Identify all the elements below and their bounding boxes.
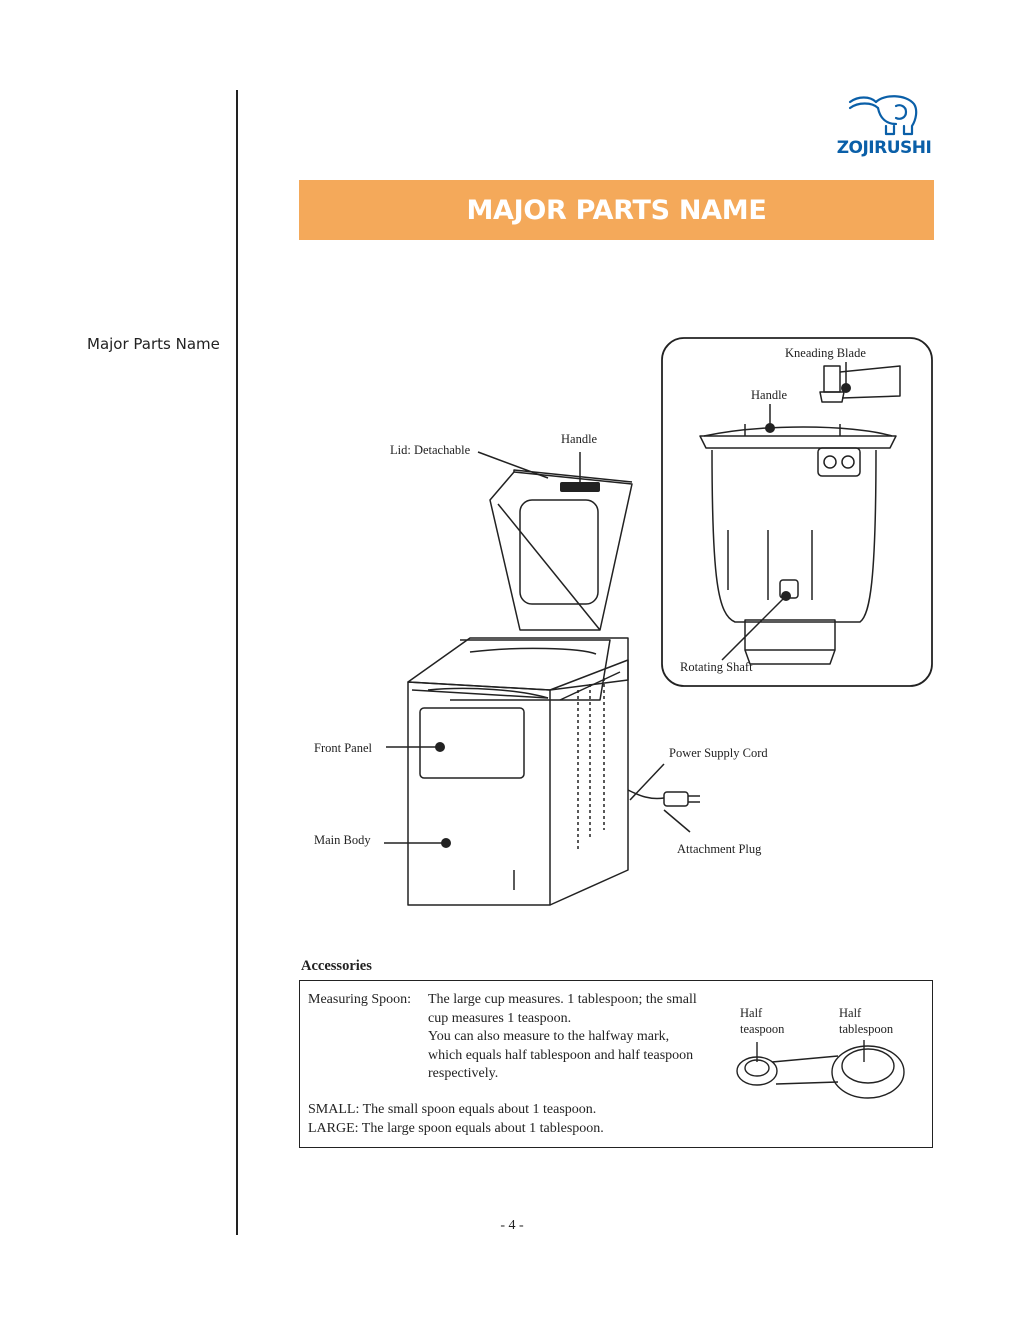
label-lid-handle: Handle	[561, 432, 598, 446]
logo-text: ZOJIRUSHI	[836, 138, 932, 158]
label-front-panel: Front Panel	[314, 741, 372, 755]
label-attachment-plug: Attachment Plug	[677, 842, 762, 856]
label-rotating-shaft: Rotating Shaft	[680, 660, 753, 674]
title-banner: MAJOR PARTS NAME	[299, 180, 934, 240]
measuring-spoon-drawing	[736, 1040, 905, 1099]
small-spoon-line: SMALL: The small spoon equals about 1 te…	[308, 1102, 597, 1117]
label-kneading-blade: Kneading Blade	[785, 346, 866, 360]
zojirushi-logo: ZOJIRUSHI	[834, 92, 934, 162]
leader-dots	[435, 383, 851, 848]
leader-lines	[384, 362, 847, 844]
bread-pan-inset-frame	[661, 337, 933, 687]
label-main-body: Main Body	[314, 833, 371, 847]
bread-pan-drawing	[699, 365, 901, 665]
section-label: Major Parts Name	[87, 335, 220, 353]
page-title: MAJOR PARTS NAME	[466, 195, 767, 226]
measuring-spoon-label: Measuring Spoon:	[308, 992, 412, 1007]
bread-machine-drawing	[407, 469, 700, 906]
elephant-icon	[848, 95, 918, 136]
accessories-box	[299, 980, 933, 1148]
accessories-heading: Accessories	[301, 958, 372, 974]
half-tablespoon-label: Half tablespoon	[839, 1006, 894, 1036]
half-teaspoon-label: Half teaspoon	[740, 1006, 785, 1036]
label-power-cord: Power Supply Cord	[669, 746, 768, 760]
measuring-spoon-description: The large cup measures. 1 tablespoon; th…	[428, 992, 697, 1081]
vertical-rule	[236, 90, 238, 1235]
page-number: - 4 -	[500, 1218, 524, 1233]
label-lid: Lid: Detachable	[390, 443, 471, 457]
label-pan-handle: Handle	[751, 388, 788, 402]
large-spoon-line: LARGE: The large spoon equals about 1 ta…	[308, 1121, 604, 1136]
